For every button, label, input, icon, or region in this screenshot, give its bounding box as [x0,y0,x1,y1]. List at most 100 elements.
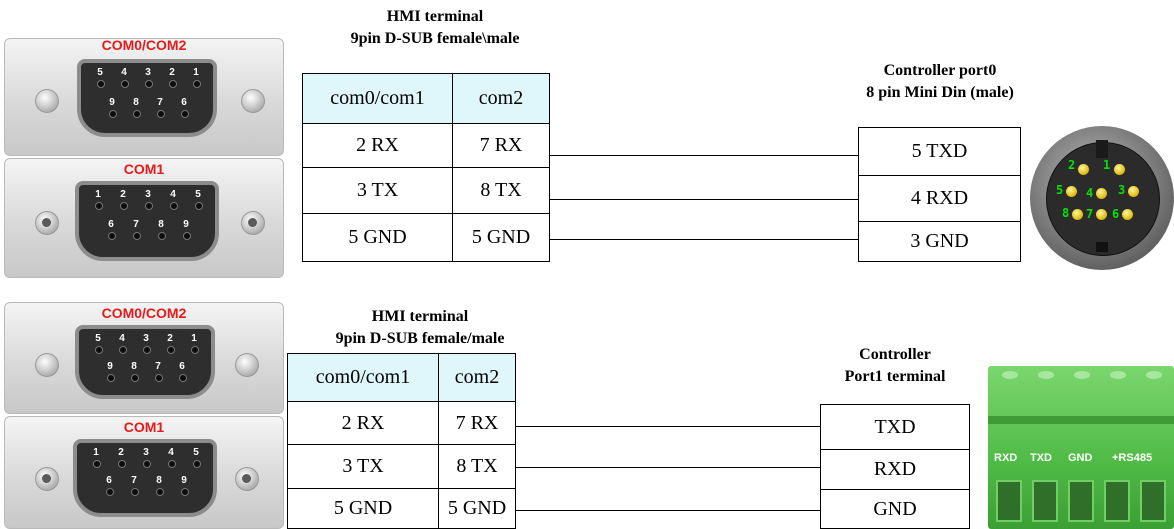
table-cell: 5 GND [452,213,550,262]
table-cell: 5 GND [302,213,453,262]
wire-rx-txd [550,155,858,156]
terminal-slot [1032,480,1058,522]
screw-icon [35,467,59,491]
pin-label: 5 [91,333,105,354]
pin-label: 7 [151,361,165,382]
pin-label: 4 [166,189,180,210]
controller-cell: TXD [820,404,970,450]
pin-label: 5 [93,67,107,88]
table-cell: 8 TX [438,444,516,489]
pin-label: 9 [103,361,117,382]
screw-icon [35,211,59,235]
com1-label: COM1 [123,419,165,435]
wire-rx-txd [516,426,820,427]
pin-label: 7 [153,97,167,118]
din-pin [1072,209,1083,220]
din-pin [1066,186,1077,197]
screw-icon [35,89,59,113]
com1-connector-bottom: COM1 1 2 3 4 5 6 7 8 9 [4,416,284,529]
pin-label: 4 [115,333,129,354]
pin-label: 3 [139,333,153,354]
hmi-heading-line2: 9pin D-SUB female/male [335,330,505,347]
pin-label: 9 [179,219,193,240]
pin-label: 7 [127,475,141,496]
terminal-screw-icon [1110,371,1126,379]
din-pin [1078,164,1089,175]
pin-label: 8 [127,361,141,382]
pin-label: 6 [175,361,189,382]
terminal-slot [996,480,1022,522]
din-pin-number: 1 [1103,158,1111,172]
controller-heading: Controller port0 8 pin Mini Din (male) [820,60,1060,104]
pin-label: 2 [116,189,130,210]
terminal-label-rs485: +RS485 [1112,452,1153,464]
pin-label: 8 [152,475,166,496]
table-header-com0-com1: com0/com1 [287,353,439,402]
hmi-heading-line2: 9pin D-SUB female\male [350,30,520,47]
hmi-heading-line1: HMI terminal [386,8,484,25]
pin-label: 5 [191,189,205,210]
table-cell: 3 TX [287,444,439,489]
terminal-screw-icon [1146,371,1162,379]
pin-label: 8 [154,219,168,240]
table-cell: 7 RX [452,123,550,168]
dsub-9pin-female-icon: 5 4 3 2 1 9 8 7 6 [77,59,217,137]
wire-gnd-gnd [516,510,820,511]
din-pin-number: 2 [1068,158,1076,172]
terminal-block-icon: RXD TXD GND +RS485 [988,366,1174,529]
table-cell: 5 GND [438,488,516,529]
din-pin [1128,186,1139,197]
pin-label: 4 [164,447,178,468]
com0-com2-connector-top: COM0/COM2 5 4 3 2 1 9 8 7 6 [4,37,284,156]
din-pin [1122,209,1133,220]
din-pin-number: 5 [1056,183,1064,197]
table-cell: 2 RX [287,401,439,445]
controller-cell: 4 RXD [858,175,1021,222]
table-header-com2: com2 [438,353,516,402]
pin-label: 8 [129,97,143,118]
controller-cell: RXD [820,449,970,490]
com1-connector-top: COM1 1 2 3 4 5 6 7 8 9 [4,158,284,278]
pin-label: 4 [117,67,131,88]
pin-label: 9 [177,475,191,496]
table-cell: 8 TX [452,167,550,214]
pin-label: 6 [102,475,116,496]
com0-com2-label: COM0/COM2 [101,305,187,321]
hmi-heading: HMI terminal 9pin D-SUB female/male [280,306,560,350]
terminal-screw-icon [1038,371,1054,379]
terminal-label-rxd: RXD [994,452,1018,464]
table-header-com2: com2 [452,73,550,124]
wire-gnd-gnd [550,239,858,240]
wire-tx-rxd [550,199,858,200]
table-cell: 3 TX [302,167,453,214]
din-pin [1114,164,1125,175]
din-pin-number: 6 [1112,207,1120,221]
controller-heading: Controller Port1 terminal [800,344,990,388]
terminal-screw-icon [1074,371,1090,379]
controller-cell: GND [820,489,970,529]
controller-cell: 5 TXD [858,127,1021,176]
pin-label: 1 [91,189,105,210]
pin-label: 7 [129,219,143,240]
controller-heading-line1: Controller port0 [883,62,997,79]
din-pin [1096,188,1107,199]
controller-heading-line2: Port1 terminal [844,368,946,385]
mini-din-8pin-icon: 2 1 5 4 3 8 7 6 [1030,126,1174,270]
dsub-9pin-male-icon: 1 2 3 4 5 6 7 8 9 [73,439,217,517]
table-header-com0-com1: com0/com1 [302,73,453,124]
dsub-9pin-male-icon: 1 2 3 4 5 6 7 8 9 [75,181,219,261]
terminal-slot [1068,480,1094,522]
terminal-label-gnd: GND [1068,452,1093,464]
com0-com2-label: COM0/COM2 [101,37,187,53]
com0-com2-connector-bottom: COM0/COM2 5 4 3 2 1 9 8 7 6 [4,302,284,414]
din-pin [1096,209,1107,220]
controller-cell: 3 GND [858,221,1021,262]
hmi-heading: HMI terminal 9pin D-SUB female\male [300,6,570,50]
mini-din-key [1096,140,1108,158]
pin-label: 3 [141,67,155,88]
terminal-slot [1104,480,1130,522]
pin-label: 3 [139,447,153,468]
terminal-screw-icon [1002,371,1018,379]
pin-label: 2 [114,447,128,468]
pin-label: 6 [104,219,118,240]
